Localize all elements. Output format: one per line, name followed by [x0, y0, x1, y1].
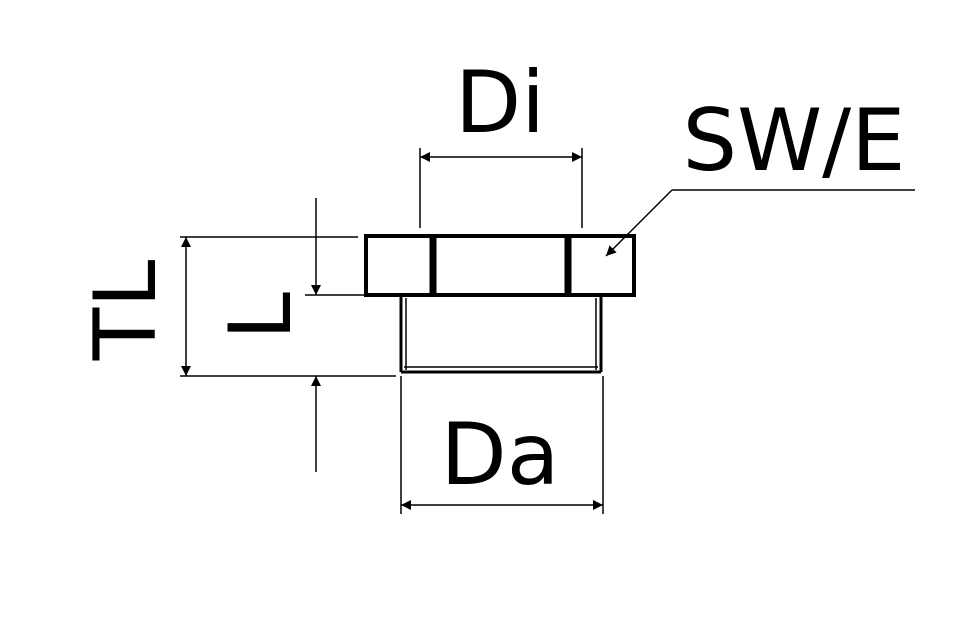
- label-di: Di: [455, 53, 545, 153]
- label-da: Da: [441, 405, 560, 505]
- label-sw-e: SW/E: [683, 91, 906, 191]
- dimension-da: [400, 376, 604, 514]
- dimension-di: [419, 148, 583, 228]
- dimension-l: [305, 198, 366, 472]
- dimension-tl: [180, 236, 396, 377]
- label-tl: TL: [76, 260, 176, 362]
- hex-head: [364, 234, 636, 297]
- leader-sw-e: [605, 189, 915, 257]
- threaded-spigot: [399, 295, 603, 374]
- label-l: L: [211, 292, 311, 340]
